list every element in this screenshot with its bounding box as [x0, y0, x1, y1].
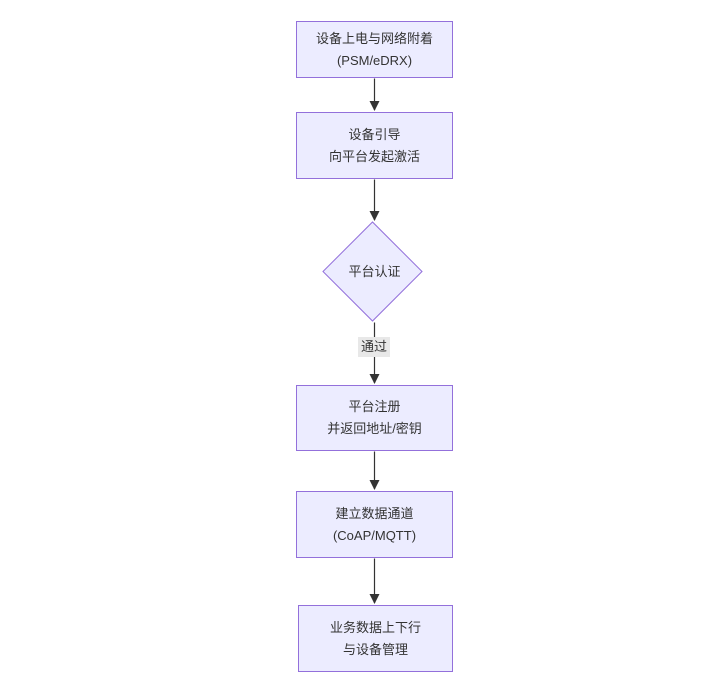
node-label-line: 建立数据通道 [335, 505, 414, 521]
node-business-data: 业务数据上下行 与设备管理 [298, 605, 453, 672]
node-label-line: (PSM/eDRX) [336, 52, 413, 68]
decision-platform-auth-label: 平台认证 [348, 264, 401, 279]
node-power-attach: 设备上电与网络附着 (PSM/eDRX) [296, 21, 453, 78]
node-label-line: 与设备管理 [342, 641, 408, 657]
node-label-line: 业务数据上下行 [329, 619, 421, 635]
node-label-line: 设备上电与网络附着 [315, 30, 433, 46]
node-platform-register: 平台注册 并返回地址/密钥 [296, 385, 453, 451]
node-bootstrap: 设备引导 向平台发起激活 [296, 112, 453, 179]
node-data-channel: 建立数据通道 (CoAP/MQTT) [296, 491, 453, 558]
node-label-line: 向平台发起激活 [328, 148, 420, 164]
node-label-line: 设备引导 [348, 126, 401, 142]
edge-label-pass: 通过 [357, 337, 391, 357]
node-label-line: 平台注册 [348, 399, 401, 414]
node-label-line: 并返回地址/密钥 [327, 421, 422, 436]
node-label-line: (CoAP/MQTT) [332, 527, 417, 543]
